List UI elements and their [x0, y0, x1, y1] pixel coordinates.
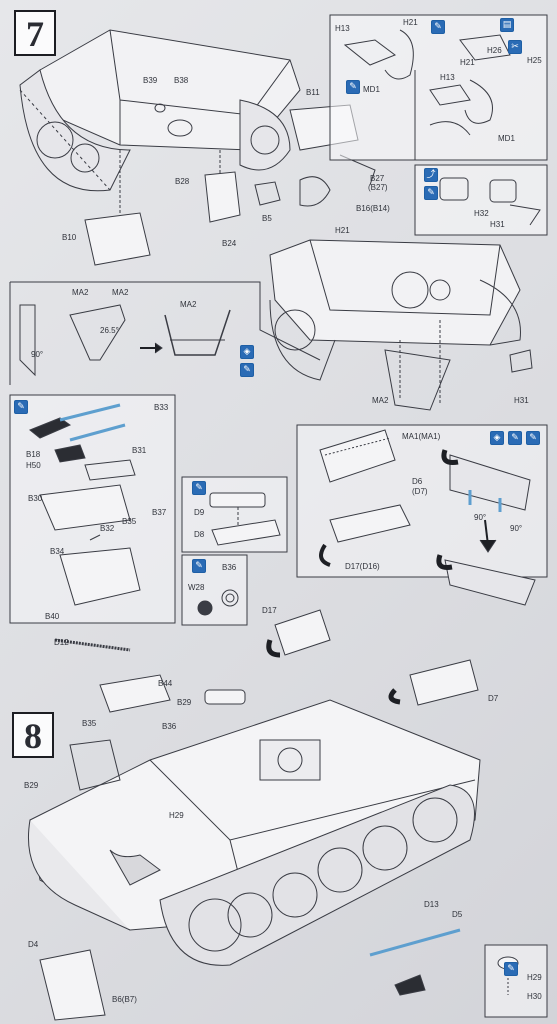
glue-icon: ✎ [346, 80, 360, 94]
part-label-b31: B31 [132, 446, 147, 455]
part-label-b29-a: B29 [24, 781, 39, 790]
part-label-d12: D12 [54, 638, 69, 647]
step8-hull-drawing [28, 609, 548, 1021]
part-label-ma2-b: MA2 [112, 288, 129, 297]
part-label-d13: D13 [424, 900, 439, 909]
part-label-d8: D8 [194, 530, 205, 539]
part-label-h26: H26 [487, 46, 502, 55]
part-label-h31-b: H31 [514, 396, 529, 405]
part-label-d7-alt: (D7) [412, 487, 428, 496]
part-label-ma2-a: MA2 [72, 288, 89, 297]
step7-inset-drawing [329, 14, 548, 236]
part-label-h50: H50 [26, 461, 41, 470]
part-label-h31-a: H31 [490, 220, 505, 229]
part-label-b5: B5 [262, 214, 272, 223]
part-label-ma2-c: MA2 [180, 300, 197, 309]
part-label-b27: B27 [370, 174, 385, 183]
part-label-b38: B38 [174, 76, 189, 85]
photo-etch-icon: ▤ [500, 18, 514, 32]
part-label-h21-main: H21 [335, 226, 350, 235]
step-7-number: 7 [14, 10, 56, 56]
glue-icon: ✎ [192, 559, 206, 573]
cut-icon: ✂ [508, 40, 522, 54]
part-label-b32: B32 [100, 524, 115, 533]
part-label-d5: D5 [452, 910, 463, 919]
part-label-md1-b: MD1 [498, 134, 515, 143]
glue-icon: ✎ [504, 962, 518, 976]
part-label-b11: B11 [306, 88, 320, 97]
step-8-number: 8 [12, 712, 54, 758]
part-label-h13-a: H13 [335, 24, 350, 33]
part-label-b6b7: B6(B7) [112, 995, 137, 1004]
side-panel-drawing [9, 394, 176, 624]
part-label-b30: B30 [28, 494, 43, 503]
angle-label-b: 90° [510, 524, 523, 533]
glue-icon: ✎ [14, 400, 28, 414]
part-label-w28: W28 [188, 583, 205, 592]
bend-icon: ⤴ [424, 168, 438, 182]
part-label-b10: B10 [62, 233, 77, 242]
part-label-b39: B39 [143, 76, 158, 85]
glue-icon: ✎ [526, 431, 540, 445]
part-label-b36: B36 [222, 563, 237, 572]
part-label-d17: D17 [262, 606, 277, 615]
part-label-b33: B33 [154, 403, 169, 412]
part-label-ma1: MA1(MA1) [402, 432, 441, 441]
part-label-b44: B44 [158, 679, 173, 688]
angle-label-26: 26.5° [100, 326, 119, 335]
part-label-b37: B37 [152, 508, 167, 517]
part-label-h21-b: H21 [460, 58, 475, 67]
part-label-d9: D9 [194, 508, 205, 517]
angle-label-a: 90° [474, 513, 487, 522]
part-label-md1-a: MD1 [363, 85, 380, 94]
glue-icon: ✎ [192, 481, 206, 495]
part-label-d6: D6 [412, 477, 423, 486]
part-label-b35: B35 [122, 517, 137, 526]
step7-lower-hull-drawing [269, 239, 533, 411]
angle-label-90: 90° [31, 350, 44, 359]
part-label-b16: B16(B14) [356, 204, 390, 213]
glue-icon: ✎ [424, 186, 438, 200]
part-label-h25: H25 [527, 56, 542, 65]
step7-hull-drawing [19, 29, 376, 266]
part-label-ma2-bottom: MA2 [372, 396, 389, 405]
part-label-b28: B28 [175, 177, 190, 186]
ma2-bend-drawing [9, 281, 321, 385]
part-label-b18: B18 [26, 450, 41, 459]
ma1-track-drawing [296, 424, 548, 606]
part-label-h29-a: H29 [169, 811, 184, 820]
optional-icon: ◈ [240, 345, 254, 359]
part-label-b35: B35 [82, 719, 97, 728]
glue-icon: ✎ [508, 431, 522, 445]
part-label-h32: H32 [474, 209, 489, 218]
part-label-h21-a: H21 [403, 18, 418, 27]
part-label-b27-alt: (B27) [368, 183, 388, 192]
glue-icon: ✎ [240, 363, 254, 377]
optional-icon: ◈ [490, 431, 504, 445]
part-label-b36: B36 [162, 722, 177, 731]
part-label-d17d16: D17(D16) [345, 562, 380, 571]
part-label-h30: H30 [527, 992, 542, 1001]
part-label-b34: B34 [50, 547, 65, 556]
part-label-h29-b: H29 [527, 973, 542, 982]
part-label-b29-b: B29 [177, 698, 192, 707]
glue-icon: ✎ [431, 20, 445, 34]
part-label-d4: D4 [28, 940, 39, 949]
part-label-h13-b: H13 [440, 73, 455, 82]
part-label-b40: B40 [45, 612, 60, 621]
part-label-d7: D7 [488, 694, 499, 703]
part-label-b24: B24 [222, 239, 237, 248]
